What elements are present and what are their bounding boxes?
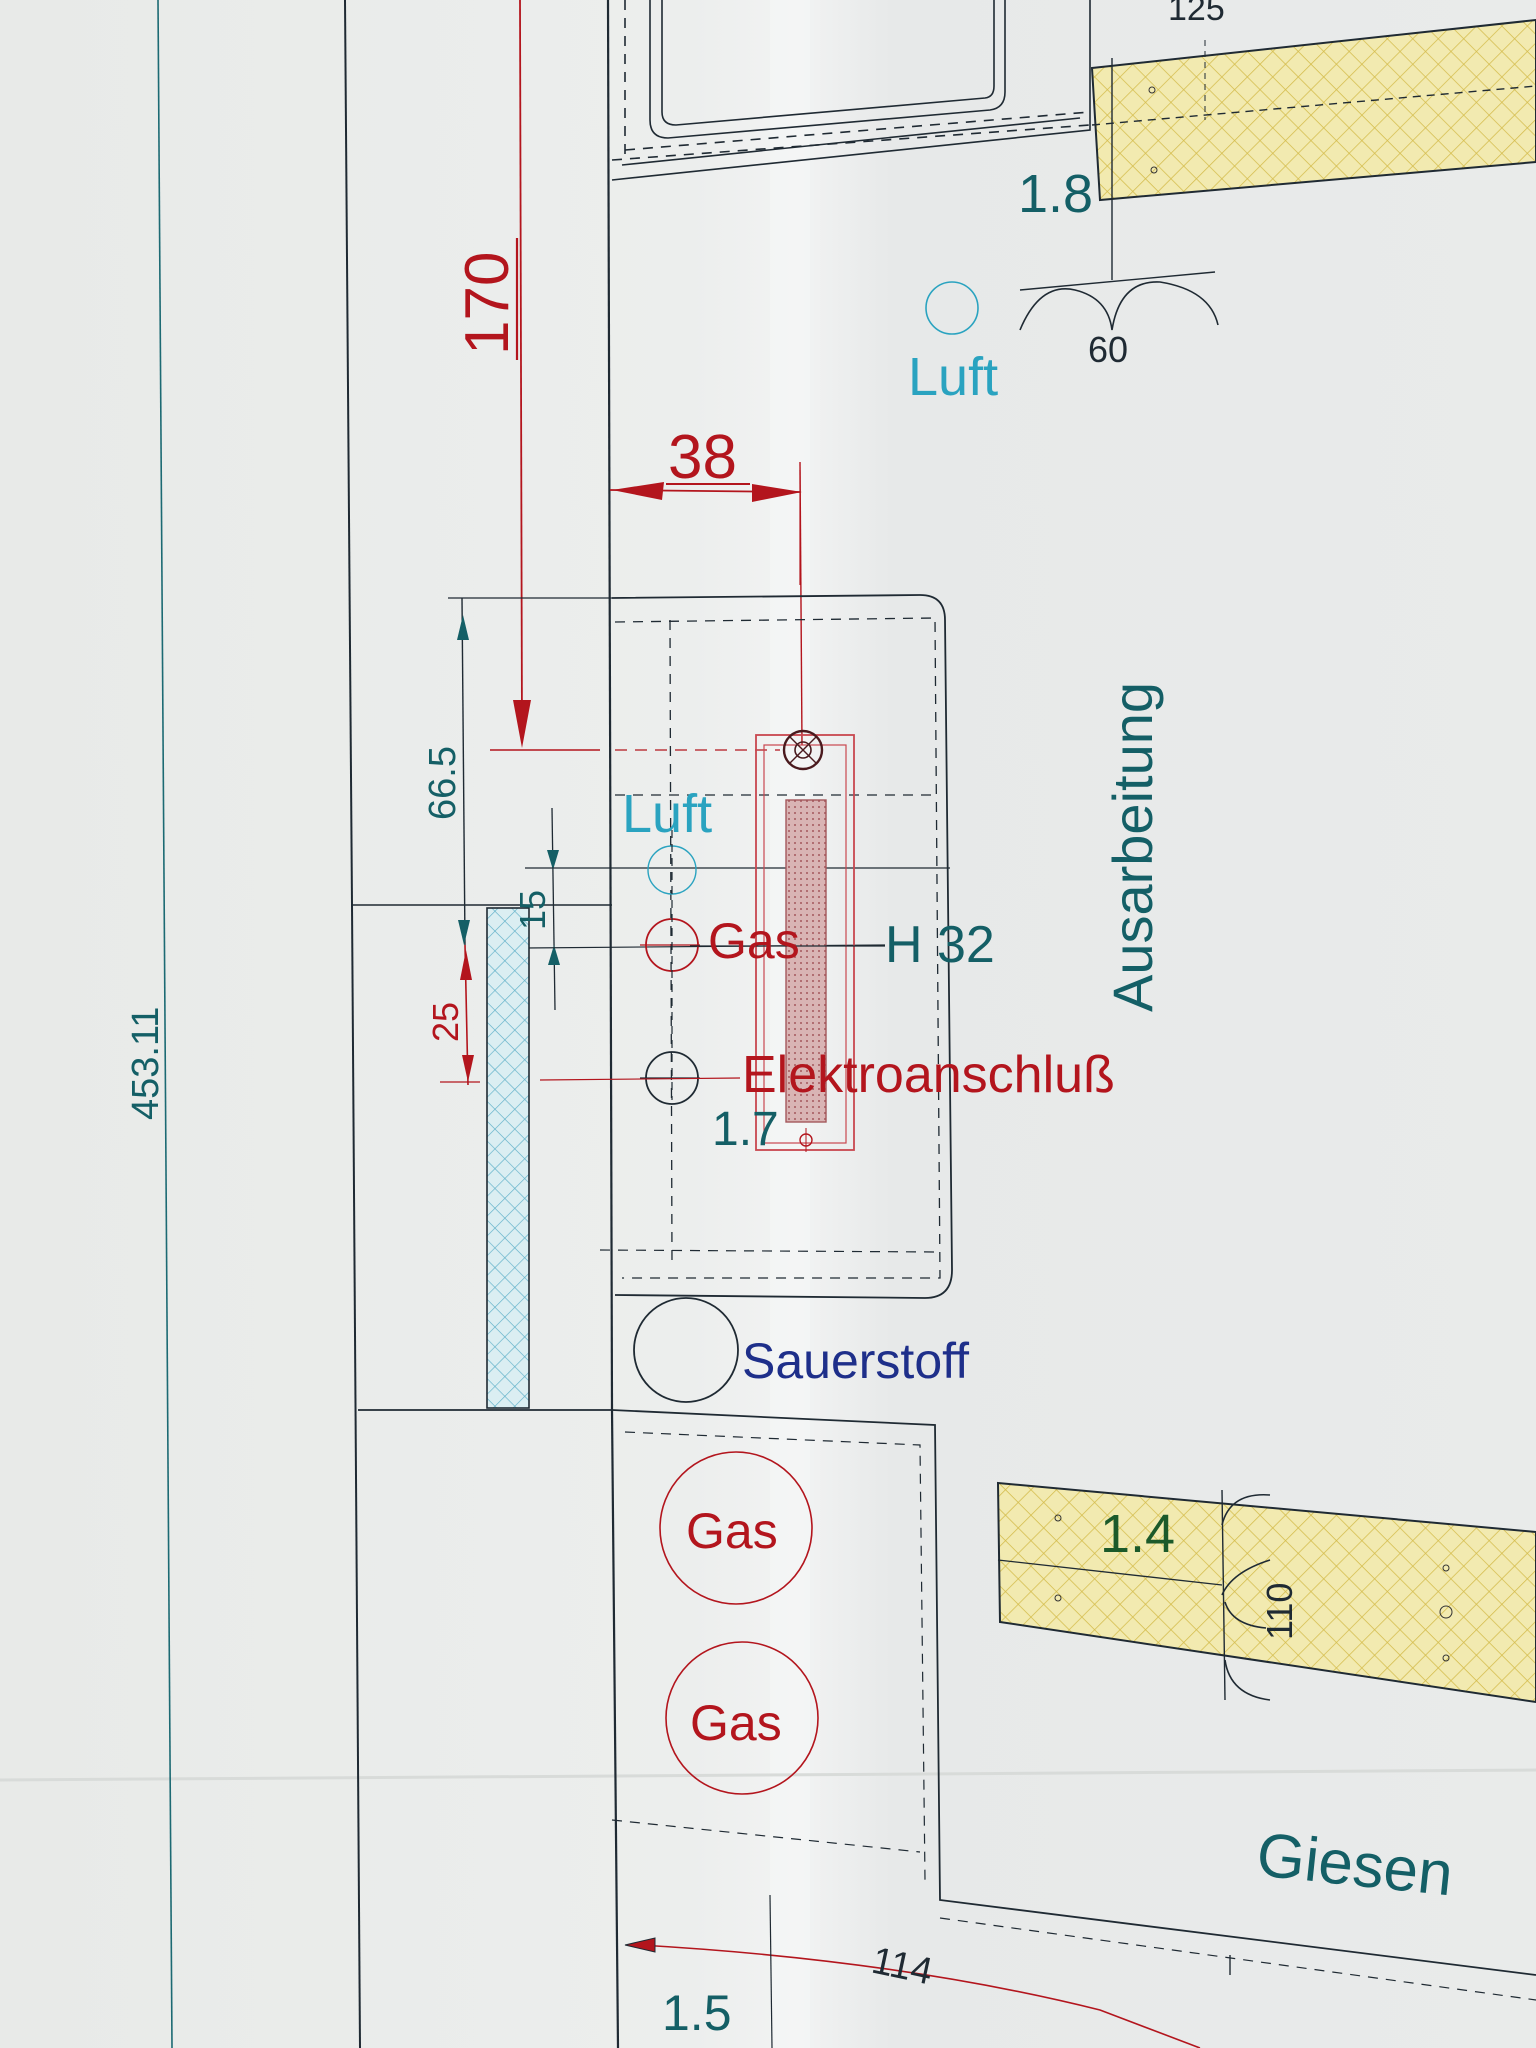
dimension-66-5 <box>448 597 612 946</box>
sauerstoff-label: Sauerstoff <box>742 1333 969 1389</box>
dimension-38 <box>609 461 803 746</box>
dimension-label-60: 60 <box>1088 329 1128 370</box>
connection-symbols <box>539 281 979 1795</box>
dimension-label-15: 15 <box>512 890 553 930</box>
luft-label-cabinet: Luft <box>622 784 712 844</box>
dimension-label-1-8: 1.8 <box>1018 164 1093 224</box>
dimension-170 <box>490 0 600 751</box>
burner-element <box>755 729 855 1152</box>
dimension-label-1-4: 1.4 <box>1100 1504 1175 1564</box>
dimension-25 <box>440 944 480 1086</box>
dimension-label-1-7: 1.7 <box>712 1103 779 1156</box>
lower-cabinet <box>611 1409 1536 2048</box>
dimension-label-1-5: 1.5 <box>662 1985 732 2041</box>
giesen-label: Giesen <box>1254 1820 1457 1909</box>
cabinet-outline <box>599 594 953 1299</box>
ausarbeitung-label: Ausarbeitung <box>1101 682 1164 1012</box>
luft-label-top: Luft <box>908 347 998 407</box>
h32-label: H 32 <box>885 916 995 974</box>
gas-label-cabinet: Gas <box>708 913 800 969</box>
dimension-label-114: 114 <box>868 1940 936 1994</box>
gas-circle-label-2: Gas <box>690 1695 782 1751</box>
dimension-15 <box>524 807 950 1011</box>
dimension-label-38: 38 <box>668 423 737 492</box>
top-basin <box>611 0 1091 181</box>
counter-top-right <box>1019 18 1536 331</box>
dimension-label-110: 110 <box>1259 1583 1300 1640</box>
paper-crease <box>0 1768 1536 1782</box>
dimension-label-25: 25 <box>425 1002 466 1042</box>
elektroanschluss-label: Elektroanschluß <box>742 1046 1115 1104</box>
dimension-label-170: 170 <box>453 252 522 355</box>
dimension-label-453-11: 453.11 <box>125 1007 167 1120</box>
counter-lower-right <box>996 1481 1536 1704</box>
dimension-label-125: 125 <box>1168 0 1225 28</box>
gas-circle-label-1: Gas <box>686 1503 778 1559</box>
dimension-label-66-5: 66.5 <box>422 746 464 820</box>
insulation-strip <box>486 907 530 1409</box>
wall-lines <box>157 0 620 2048</box>
